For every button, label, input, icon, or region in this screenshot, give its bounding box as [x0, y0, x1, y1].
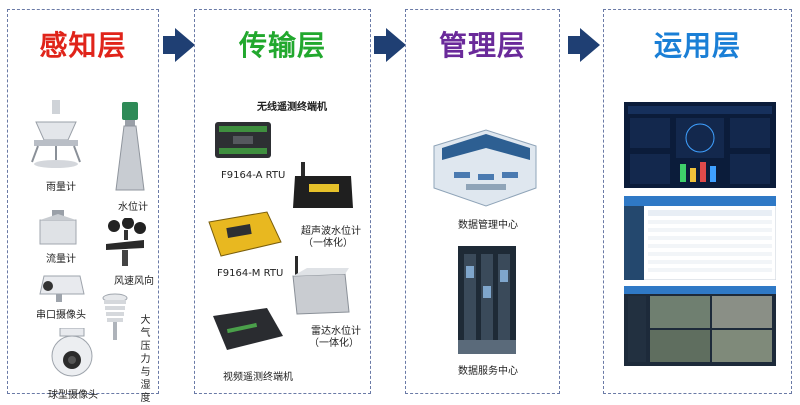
label-pressure-humidity: 大气压力与湿度: [140, 314, 151, 405]
label-ultrasonic-sub: （一体化）: [303, 234, 353, 249]
rain-gauge-icon: [28, 100, 84, 170]
heading-wireless-terminal: 无线遥测终端机: [257, 98, 327, 113]
rtu-m-device-icon: [205, 208, 285, 260]
label-water-level: 水位计: [118, 198, 148, 213]
panel-sense: 感知层 雨量计 水位计 流量计 风速风向 串口摄像头: [7, 9, 159, 394]
panel-transmit: 传输层 无线遥测终端机 F9164-A RTU 超声波水位计 （一体化） F91…: [194, 9, 371, 394]
wind-sensor-icon: [100, 218, 152, 266]
label-dome-camera: 球型摄像头: [48, 386, 98, 401]
serial-camera-icon: [36, 272, 88, 302]
label-flow-meter: 流量计: [46, 250, 76, 265]
label-rtu-a: F9164-A RTU: [221, 170, 285, 181]
server-room-photo: [458, 246, 516, 354]
water-level-gauge-icon: [112, 102, 148, 194]
video-monitoring-screenshot: [624, 286, 776, 366]
label-data-service: 数据服务中心: [458, 362, 518, 377]
video-terminal-device-icon: [207, 306, 287, 360]
panel-title-manage: 管理层: [406, 24, 559, 64]
control-room-illustration: [430, 126, 540, 208]
label-rain-gauge: 雨量计: [46, 178, 76, 193]
flow-meter-icon: [36, 210, 80, 246]
dome-camera-icon: [48, 328, 96, 380]
panel-title-apply: 运用层: [604, 24, 791, 64]
panel-title-sense: 感知层: [8, 24, 158, 64]
label-wind: 风速风向: [114, 272, 154, 287]
pressure-humidity-sensor-icon: [100, 292, 130, 340]
panel-manage: 管理层 数据管理中心 数据服务中心: [405, 9, 560, 394]
panel-apply: 运用层: [603, 9, 792, 394]
ultrasonic-level-meter-icon: [291, 160, 357, 214]
data-table-screenshot: [624, 196, 776, 280]
rtu-a-device-icon: [213, 118, 273, 162]
label-serial-camera: 串口摄像头: [36, 306, 86, 321]
label-data-management: 数据管理中心: [458, 216, 518, 231]
radar-level-meter-icon: [289, 256, 353, 318]
panel-title-transmit: 传输层: [195, 24, 370, 64]
dashboard-screenshot: [624, 102, 776, 188]
label-video-terminal: 视频遥测终端机: [223, 368, 293, 383]
label-rtu-m: F9164-M RTU: [217, 268, 283, 279]
label-radar-sub: （一体化）: [309, 334, 359, 349]
